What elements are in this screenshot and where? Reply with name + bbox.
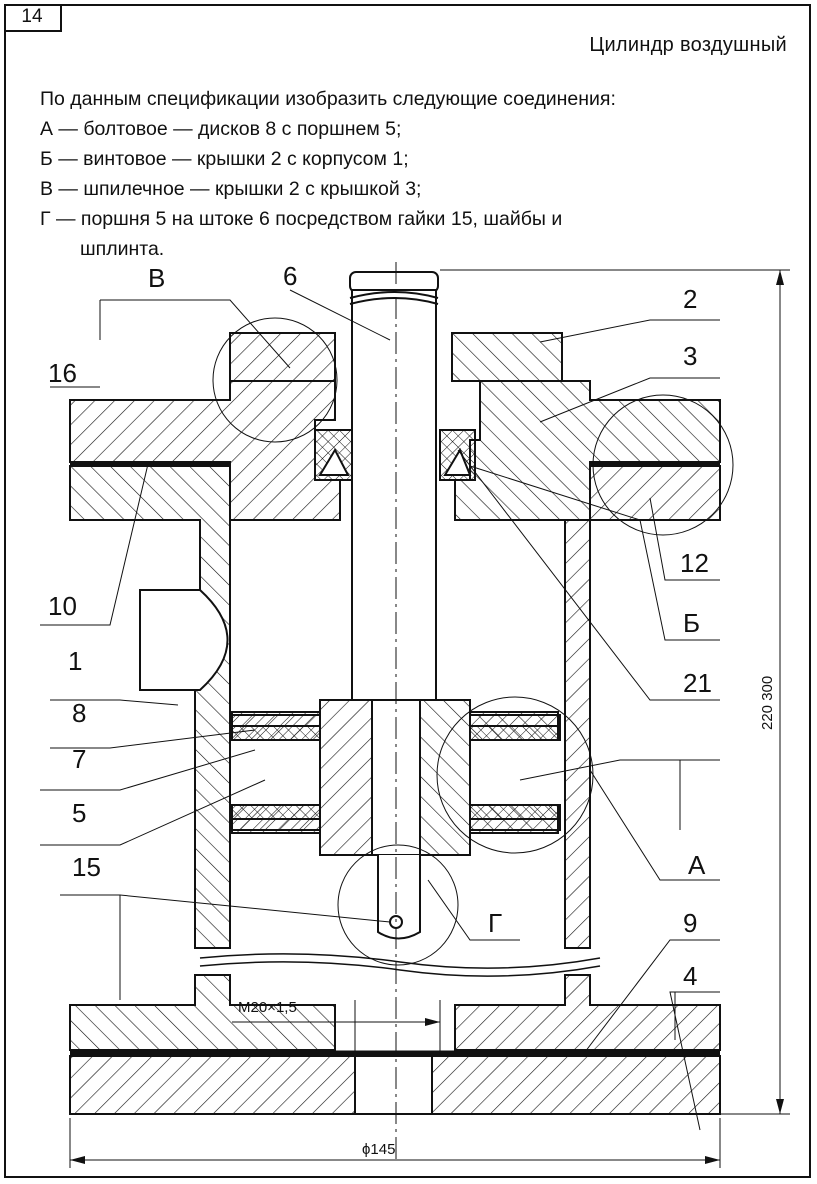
label-part-4: 4 [683,961,697,991]
task-item-v: В — шпилечное — крышки 2 с крышкой 3; [40,178,422,200]
page-number: 14 [4,4,62,32]
detail-circle-v [212,317,338,443]
label-part-16: 16 [48,358,77,388]
page-frame [4,4,811,1178]
rod-6 [351,289,437,701]
label-part-10: 10 [48,591,77,621]
task-item-g-cont: шплинта. [80,238,165,260]
label-part-9: 9 [683,908,697,938]
task-item-a: А — болтовое — дисков 8 с поршнем 5; [40,118,402,140]
body-1-right [564,465,721,949]
label-part-6: 6 [283,261,297,291]
label-connection-a: А [688,850,706,880]
bottom-cover-4-left [69,1055,356,1115]
label-part-7: 7 [72,744,86,774]
drawing-title: Цилиндр воздушный [589,34,787,56]
label-part-1: 1 [68,646,82,676]
dim-thread: M20×1,5 [238,999,297,1016]
label-part-2: 2 [683,284,697,314]
bottom-cover-4-right [431,1055,721,1115]
side-boss [139,589,229,691]
cover-2-left [229,332,336,382]
label-part-5: 5 [72,798,86,828]
task-item-b: Б — винтовое — крышки 2 с корпусом 1; [40,148,409,170]
detail-circle-g [337,844,459,966]
detail-circle-b [592,394,734,536]
label-connection-v: В [148,263,165,293]
label-connection-b: Б [683,608,700,638]
task-text: По данным спецификации изобразить следую… [40,84,616,264]
label-part-15: 15 [72,852,101,882]
cover-2-right [451,332,563,382]
task-item-g: Г — поршня 5 на штоке 6 посредством гайк… [40,208,563,230]
label-part-12: 12 [680,548,709,578]
body-lower-right [454,974,721,1051]
task-intro: По данным спецификации изобразить следую… [40,88,616,110]
label-part-21: 21 [683,668,712,698]
label-connection-g: Г [488,908,502,938]
dim-height: 220 300 [759,676,776,730]
label-part-3: 3 [683,341,697,371]
body-lower-left [69,974,336,1051]
dim-diameter: ϕ145 [362,1141,395,1158]
label-part-8: 8 [72,698,86,728]
bottom-bore [354,1055,433,1115]
